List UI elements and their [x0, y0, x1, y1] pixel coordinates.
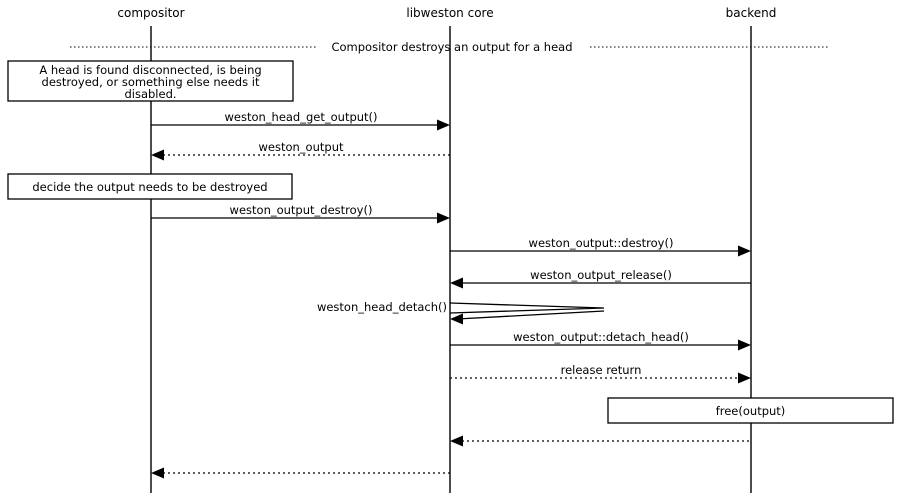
message-self-loop-weston-head-detach — [449, 302, 605, 314]
arrowhead-right-icon — [738, 339, 751, 351]
message-destroy-return[interactable] — [151, 467, 450, 479]
arrowhead-left-icon — [450, 277, 463, 289]
actor-header-libweston-core[interactable]: libweston core — [406, 6, 493, 20]
arrowhead-right-icon — [437, 212, 450, 224]
message-weston-output-release[interactable]: weston_output_release() — [450, 268, 751, 289]
divider-label: Compositor destroys an output for a head — [331, 40, 572, 54]
note-decide-destroy-line-1: decide the output needs to be destroyed — [32, 180, 267, 194]
arrowhead-left-icon — [450, 313, 463, 325]
message-label-weston-output-release: weston_output_release() — [530, 268, 672, 282]
actor-label-backend: backend — [726, 6, 777, 20]
message-label-weston-output-destroy: weston_output_destroy() — [230, 203, 373, 217]
arrowhead-right-icon — [738, 245, 751, 257]
message-label-release-return: release return — [561, 363, 642, 377]
message-weston-output-destroy-vfunc[interactable]: weston_output::destroy() — [450, 236, 751, 257]
message-weston-output-destroy[interactable]: weston_output_destroy() — [151, 203, 450, 224]
note-head-disconnected: A head is found disconnected, is being d… — [7, 60, 294, 102]
note-decide-destroy: decide the output needs to be destroyed — [7, 173, 293, 200]
note-free-output: free(output) — [607, 397, 894, 424]
section-divider: Compositor destroys an output for a head — [70, 40, 830, 54]
note-free-output-line-1: free(output) — [716, 404, 786, 418]
note-decide-destroy-box — [7, 173, 293, 200]
message-weston-head-detach-self[interactable]: weston_head_detach() — [317, 300, 605, 325]
message-weston-output-detach-head[interactable]: weston_output::detach_head() — [450, 330, 751, 351]
message-label-weston-output-destroy-vfunc: weston_output::destroy() — [529, 236, 674, 250]
actor-label-compositor: compositor — [117, 6, 184, 20]
message-label-weston-output-return: weston_output — [259, 140, 344, 154]
message-label-weston-output-detach-head: weston_output::detach_head() — [513, 330, 689, 344]
message-release-return[interactable]: release return — [450, 363, 751, 384]
note-head-disconnected-box — [7, 60, 294, 102]
arrowhead-right-icon — [738, 372, 751, 384]
note-head-disconnected-line-2: destroyed, or something else needs it — [42, 75, 260, 89]
arrowhead-left-icon — [151, 467, 164, 479]
actor-label-libweston-core: libweston core — [406, 6, 493, 20]
arrowhead-left-icon — [450, 435, 463, 447]
message-backend-return[interactable] — [450, 435, 751, 447]
actor-header-compositor[interactable]: compositor — [117, 6, 184, 20]
note-head-disconnected-line-3: disabled. — [124, 87, 176, 101]
arrowhead-right-icon — [437, 119, 450, 131]
actor-header-backend[interactable]: backend — [726, 6, 777, 20]
message-weston-output-return[interactable]: weston_output — [151, 140, 450, 161]
message-label-weston-head-get-output: weston_head_get_output() — [224, 110, 377, 124]
message-self-loop-return-weston-head-detach — [456, 310, 605, 320]
message-weston-head-get-output[interactable]: weston_head_get_output() — [151, 110, 450, 131]
message-label-weston-head-detach: weston_head_detach() — [317, 300, 447, 314]
note-free-output-box — [607, 397, 894, 424]
arrowhead-left-icon — [151, 149, 164, 161]
note-head-disconnected-line-1: A head is found disconnected, is being — [39, 63, 261, 77]
